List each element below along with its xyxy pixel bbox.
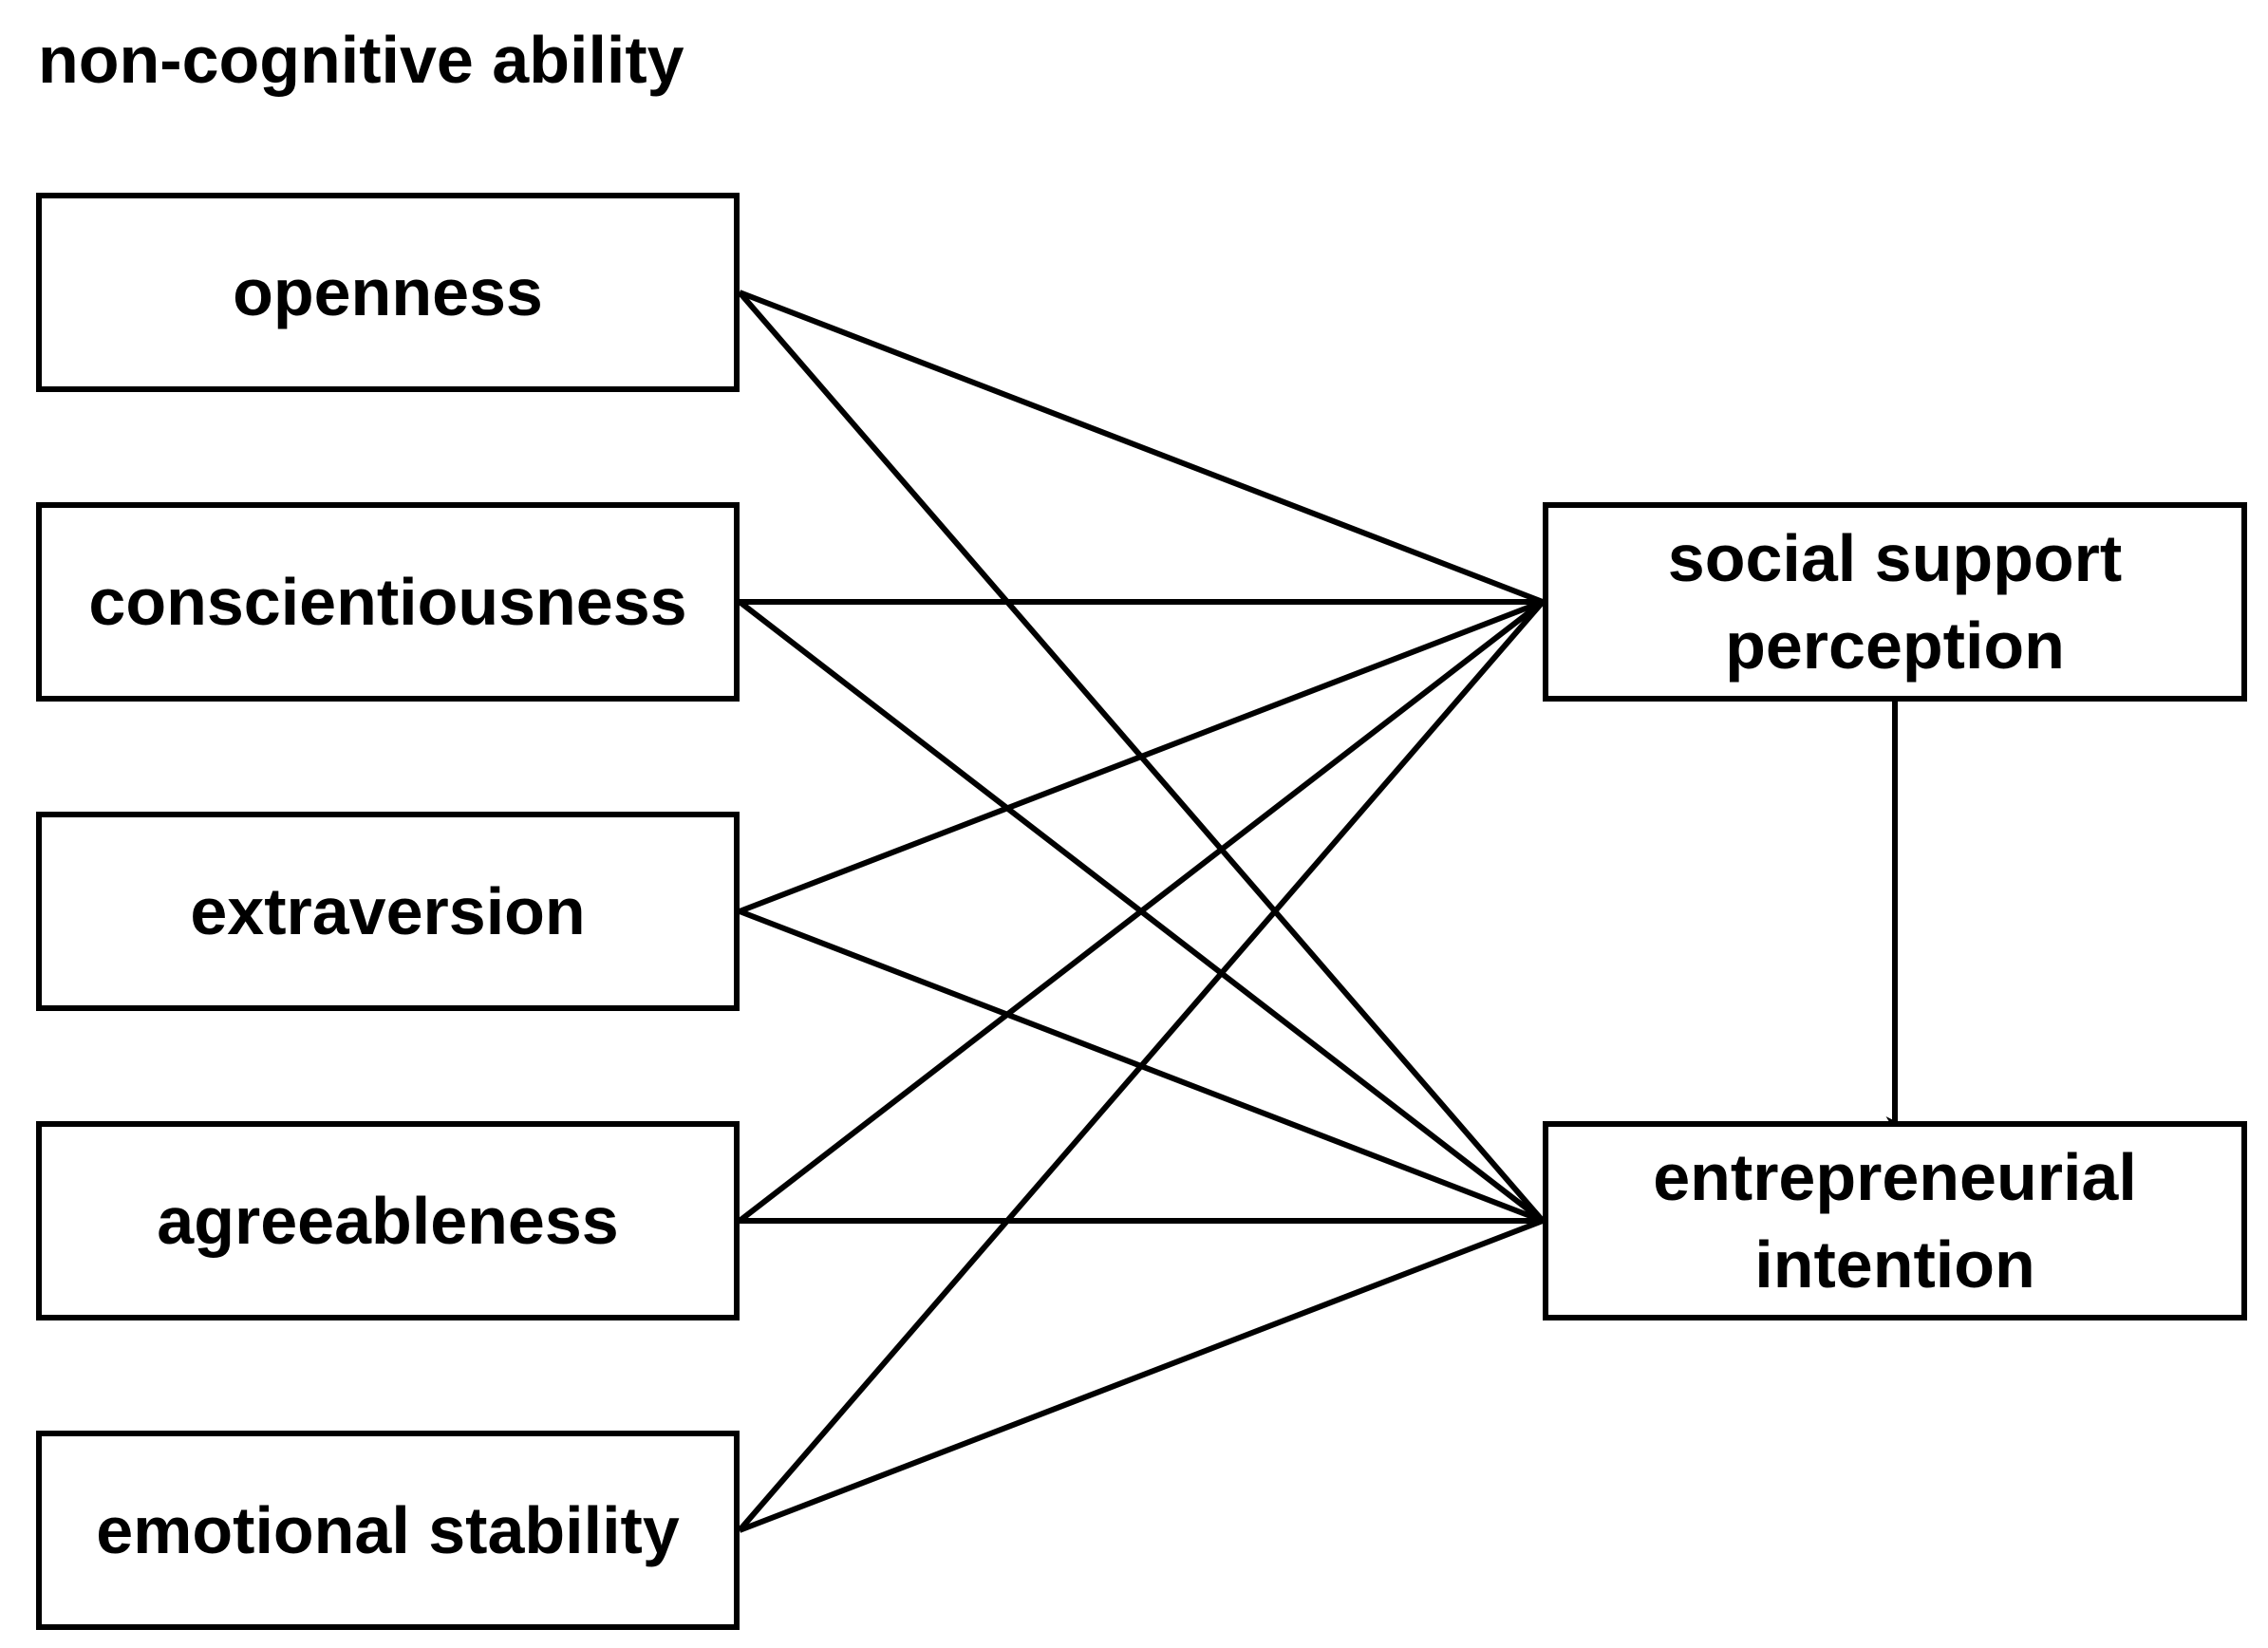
group-title-non-cognitive-ability: non-cognitive ability bbox=[38, 23, 684, 97]
node-label-line-1: social support bbox=[1667, 521, 2123, 595]
arrow-agreeableness-to-social-support bbox=[738, 597, 1545, 1224]
node-label-openness: openness bbox=[233, 255, 543, 329]
arrow-emotional-stability-to-social-support bbox=[737, 597, 1546, 1532]
node-emotional-stability: emotional stability bbox=[36, 1431, 740, 1630]
arrow-openness-to-social-support bbox=[738, 290, 1545, 607]
node-label-agreeableness: agreeableness bbox=[157, 1184, 619, 1258]
node-label-line-2: perception bbox=[1725, 609, 2065, 683]
node-conscientiousness: conscientiousness bbox=[36, 502, 740, 702]
node-openness: openness bbox=[36, 193, 740, 392]
node-social-support-perception: social support perception bbox=[1543, 502, 2247, 702]
node-label-conscientiousness: conscientiousness bbox=[88, 565, 687, 639]
node-entrepreneurial-intention: entrepreneurial intention bbox=[1543, 1121, 2247, 1320]
node-label-emotional-stability: emotional stability bbox=[96, 1493, 680, 1567]
node-label-social-support-perception: social support perception bbox=[1668, 515, 2122, 689]
node-label-line-2: intention bbox=[1754, 1227, 2035, 1302]
node-agreeableness: agreeableness bbox=[36, 1121, 740, 1320]
node-label-extraversion: extraversion bbox=[190, 874, 586, 948]
node-label-entrepreneurial-intention: entrepreneurial intention bbox=[1653, 1133, 2137, 1308]
node-extraversion: extraversion bbox=[36, 812, 740, 1011]
arrow-extraversion-to-social-support bbox=[738, 597, 1545, 914]
arrow-emotional-stability-to-entrepreneurial-intention bbox=[738, 1216, 1545, 1533]
node-label-line-1: entrepreneurial bbox=[1653, 1140, 2137, 1214]
